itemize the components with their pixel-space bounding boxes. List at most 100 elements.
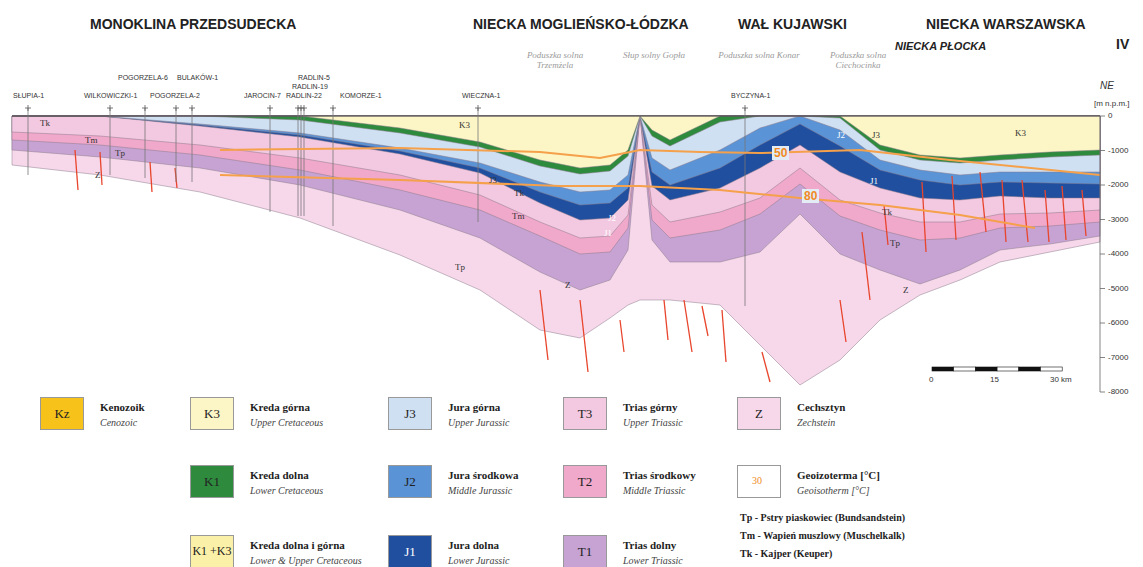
unit-label: Tk bbox=[514, 188, 524, 198]
strata-unit bbox=[12, 116, 1100, 168]
region-name: WAŁ KUJAWSKI bbox=[738, 16, 847, 32]
structure-name: Poduszka solna Ciechocinka bbox=[816, 50, 900, 70]
axis-tick bbox=[1100, 357, 1105, 358]
unit-label: J2 bbox=[837, 130, 845, 140]
axis-tick bbox=[1100, 288, 1105, 289]
fault-line bbox=[150, 162, 152, 192]
well-symbol bbox=[173, 105, 179, 111]
unit-label: Tp bbox=[115, 148, 125, 158]
depth-value: -3000 bbox=[1108, 215, 1128, 224]
legend-text-english: Middle Triassic bbox=[623, 485, 686, 496]
fault-line bbox=[762, 352, 770, 382]
fault-line bbox=[702, 306, 708, 336]
legend-text-english: Upper Triassic bbox=[623, 417, 683, 428]
structure-name: Poduszka solna Konar bbox=[717, 50, 801, 60]
unit-label: Tp bbox=[455, 262, 465, 272]
legend-code: T2 bbox=[563, 465, 607, 498]
legend-text: Kreda dolna bbox=[250, 469, 309, 481]
direction-label: NE bbox=[1100, 80, 1114, 91]
well-symbol bbox=[475, 105, 481, 111]
scale-bar bbox=[1041, 367, 1063, 371]
well-line bbox=[298, 108, 299, 216]
fault-line bbox=[1062, 186, 1066, 240]
well-name: POGORZELA-6 bbox=[118, 74, 168, 81]
legend-text-english: Cenozoic bbox=[100, 417, 137, 428]
well-name: RADLIN-22 bbox=[286, 92, 322, 99]
scale-bar bbox=[932, 367, 954, 371]
strata-unit bbox=[12, 116, 1100, 192]
fault-line bbox=[620, 320, 624, 352]
strata-unit bbox=[12, 116, 1100, 174]
unit-label: Tm bbox=[85, 135, 98, 145]
fault-line bbox=[722, 310, 726, 362]
fault-line bbox=[664, 300, 668, 340]
legend-code: 30 bbox=[751, 475, 763, 486]
legend-text-english: Upper Jurassic bbox=[448, 417, 509, 428]
well-line bbox=[176, 108, 177, 182]
fault-line bbox=[862, 232, 870, 300]
fault-line bbox=[540, 290, 548, 360]
legend-text: Trias środkowy bbox=[623, 469, 696, 481]
well-name: KOMORZE-1 bbox=[340, 92, 382, 99]
depth-value: -5000 bbox=[1108, 284, 1128, 293]
axis-tick bbox=[1100, 254, 1105, 255]
fault-line bbox=[580, 300, 588, 372]
well-line bbox=[478, 108, 479, 222]
legend-text-english: Middle Jurassic bbox=[448, 485, 512, 496]
well-line bbox=[333, 108, 334, 226]
well-symbol bbox=[189, 105, 195, 111]
section-number: IV bbox=[1116, 36, 1129, 52]
well-line bbox=[145, 108, 146, 178]
scale-label: 30 km bbox=[1050, 375, 1072, 384]
legend-text-english: Lower Jurassic bbox=[448, 555, 509, 566]
depth-value: -2000 bbox=[1108, 180, 1128, 189]
well-name: SŁUPIA-1 bbox=[13, 92, 44, 99]
well-line bbox=[304, 108, 305, 216]
fault-line bbox=[922, 182, 926, 252]
well-symbol bbox=[142, 105, 148, 111]
legend-code: T3 bbox=[563, 397, 607, 430]
legend-text: Kreda dolna i górna bbox=[250, 539, 345, 551]
well-name: RADLIN-5 bbox=[298, 74, 330, 81]
unit-label: Z bbox=[903, 285, 909, 295]
legend-code: Kz bbox=[40, 397, 84, 430]
unit-label: Z bbox=[565, 280, 571, 290]
abbreviation-note: Tp - Pstry piaskowiec (Bundsandstein) bbox=[740, 512, 905, 523]
legend-text: Kreda górna bbox=[250, 401, 310, 413]
axis-tick bbox=[1100, 116, 1105, 117]
legend-code: K1 +K3 bbox=[190, 535, 234, 567]
region-name: MONOKLINA PRZEDSUDECKA bbox=[90, 16, 296, 32]
abbreviation-note: Tk - Kajper (Keuper) bbox=[740, 548, 832, 559]
legend-text-english: Lower Triassic bbox=[623, 555, 683, 566]
well-name: WIECZNA-1 bbox=[462, 92, 501, 99]
fault-line bbox=[1082, 190, 1086, 236]
fault-line bbox=[840, 300, 846, 342]
structure-name: Słup solny Gopła bbox=[612, 50, 696, 60]
legend-text-english: Upper Cretaceous bbox=[250, 417, 323, 428]
legend-text: Trias dolny bbox=[623, 539, 676, 551]
well-line bbox=[192, 108, 193, 182]
legend-text: Kenozoik bbox=[100, 401, 145, 413]
well-line bbox=[28, 108, 29, 175]
well-line bbox=[270, 108, 271, 212]
unit-label: J3 bbox=[489, 175, 497, 185]
region-name: NIECKA WARSZAWSKA bbox=[926, 16, 1086, 32]
legend-text-english: Lower & Upper Cretaceous bbox=[250, 555, 362, 566]
fault-line bbox=[1002, 180, 1006, 242]
well-line bbox=[745, 108, 746, 306]
legend-text-english: Geoisotherm [°C] bbox=[797, 485, 870, 496]
well-symbol bbox=[267, 105, 273, 111]
axis-tick bbox=[1100, 323, 1105, 324]
well-symbol bbox=[330, 105, 336, 111]
unit-label: Tm bbox=[512, 211, 525, 221]
fault-line bbox=[75, 150, 78, 190]
abbreviation-note: Tm - Wapień muszlowy (Muschelkalk) bbox=[740, 530, 905, 541]
scale-bar bbox=[1019, 367, 1041, 371]
unit-label: J2 bbox=[608, 213, 616, 223]
scale-bar bbox=[975, 367, 997, 371]
well-name: JAROCIN-7 bbox=[244, 92, 281, 99]
well-line bbox=[110, 108, 111, 175]
legend-text: Jura górna bbox=[448, 401, 500, 413]
legend-code: J2 bbox=[388, 465, 432, 498]
